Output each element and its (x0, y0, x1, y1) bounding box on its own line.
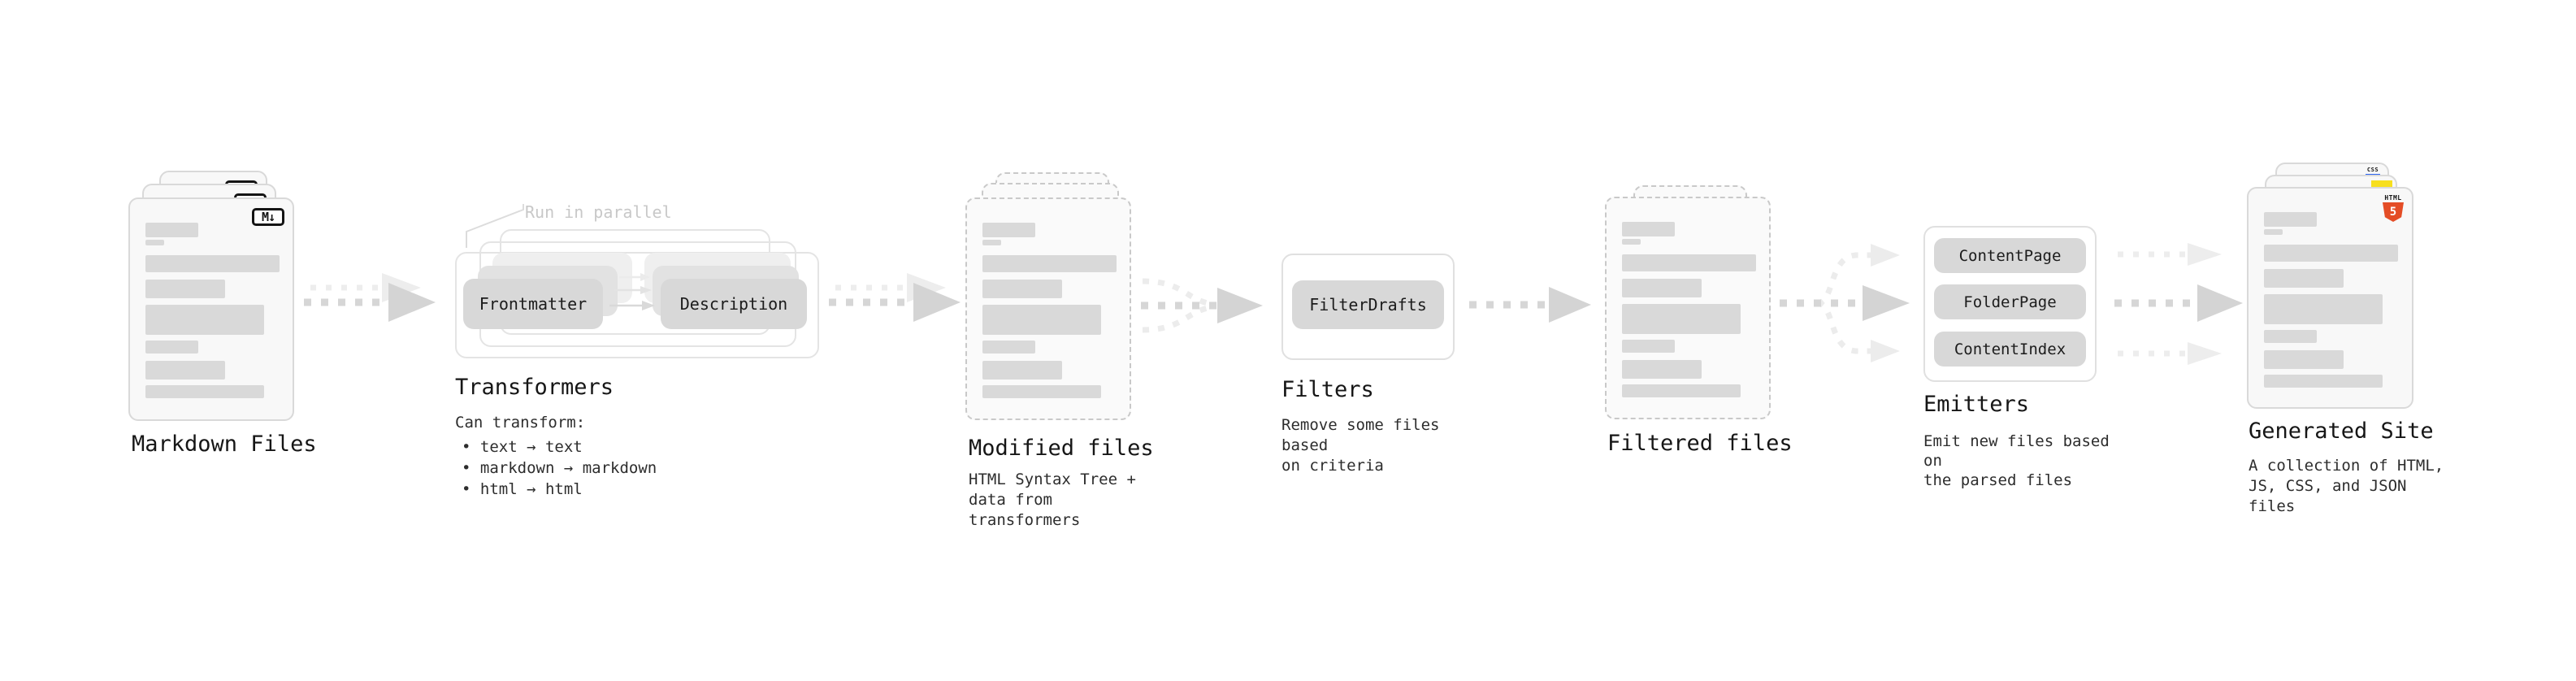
html5-badge-icon: HTML 5 (2383, 194, 2404, 222)
emitters-subtitle: Emit new files based on the parsed files (1923, 432, 2110, 489)
stage-markdown-files: M↓ M↓ M↓ Markdown Files (128, 171, 323, 471)
flow-fan-out-filtered-to-emitters (1780, 244, 1910, 362)
stage-filtered-files: Filtered files (1605, 185, 1800, 462)
transformers-capability-list: • text → text • markdown → markdown • ht… (462, 436, 657, 500)
parallel-callout-line (466, 204, 524, 248)
flow-arrow-filters-to-filtered (1469, 287, 1591, 323)
markdown-file-card-front: M↓ (128, 197, 294, 421)
doc-content-bars (1622, 198, 1757, 418)
flow-arrow-markdown-to-transformers (304, 273, 436, 322)
stage-emitters: ContentPage FolderPage ContentIndex Emit… (1923, 226, 2110, 489)
transformers-description-heading: Can transform: (455, 414, 586, 432)
transformer-parallel-arrows-icon (609, 273, 655, 310)
generated-file-card-front: HTML 5 (2247, 187, 2413, 409)
flow-fan-in-modified-to-filters (1141, 278, 1263, 333)
doc-content-bars (145, 199, 280, 419)
transformer-node-description: Description (661, 279, 807, 329)
transformer-frame-front (455, 252, 819, 358)
capability-item: • markdown → markdown (462, 459, 657, 477)
filters-subtitle: Remove some files based on criteria (1281, 416, 1440, 475)
doc-content-bars (2264, 189, 2399, 407)
parallel-annotation: Run in parallel (525, 202, 672, 222)
stage-generated-site: CSS HTML 5 Generated Site A collection o… (2247, 163, 2450, 515)
emitter-node-folderpage: FolderPage (1934, 284, 2086, 319)
stage-filters: FilterDrafts Filters Remove some files b… (1281, 254, 1468, 475)
stage-title-transformers: Transformers (455, 375, 614, 400)
generated-site-subtitle: A collection of HTML, JS, CSS, and JSON … (2249, 457, 2444, 515)
stage-title-generated-site: Generated Site (2249, 419, 2434, 444)
doc-content-bars (982, 199, 1117, 419)
stage-title-markdown-files: Markdown Files (132, 432, 317, 457)
stage-title-modified-files: Modified files (969, 436, 1154, 461)
modified-files-subtitle: HTML Syntax Tree + data from transformer… (969, 471, 1136, 529)
capability-item: • html → html (462, 480, 583, 498)
stage-title-emitters: Emitters (1923, 392, 2030, 417)
stage-transformers: Run in parallel Frontmatter Description … (455, 199, 829, 508)
flow-arrows-emitters-to-generated (2114, 243, 2243, 365)
stage-title-filtered-files: Filtered files (1607, 431, 1793, 456)
transformer-node-frontmatter: Frontmatter (463, 279, 603, 329)
modified-file-card-front (965, 197, 1131, 420)
stage-modified-files: Modified files HTML Syntax Tree + data f… (965, 172, 1160, 529)
stage-title-filters: Filters (1281, 377, 1374, 402)
filtered-file-card-front (1605, 197, 1771, 419)
markdown-badge-icon: M↓ (252, 208, 284, 226)
capability-item: • text → text (462, 438, 583, 456)
emitter-node-contentpage: ContentPage (1934, 238, 2086, 273)
filter-node-filterdrafts: FilterDrafts (1292, 280, 1444, 329)
flow-arrow-transformers-to-modified (829, 273, 961, 322)
emitter-node-contentindex: ContentIndex (1934, 332, 2086, 367)
